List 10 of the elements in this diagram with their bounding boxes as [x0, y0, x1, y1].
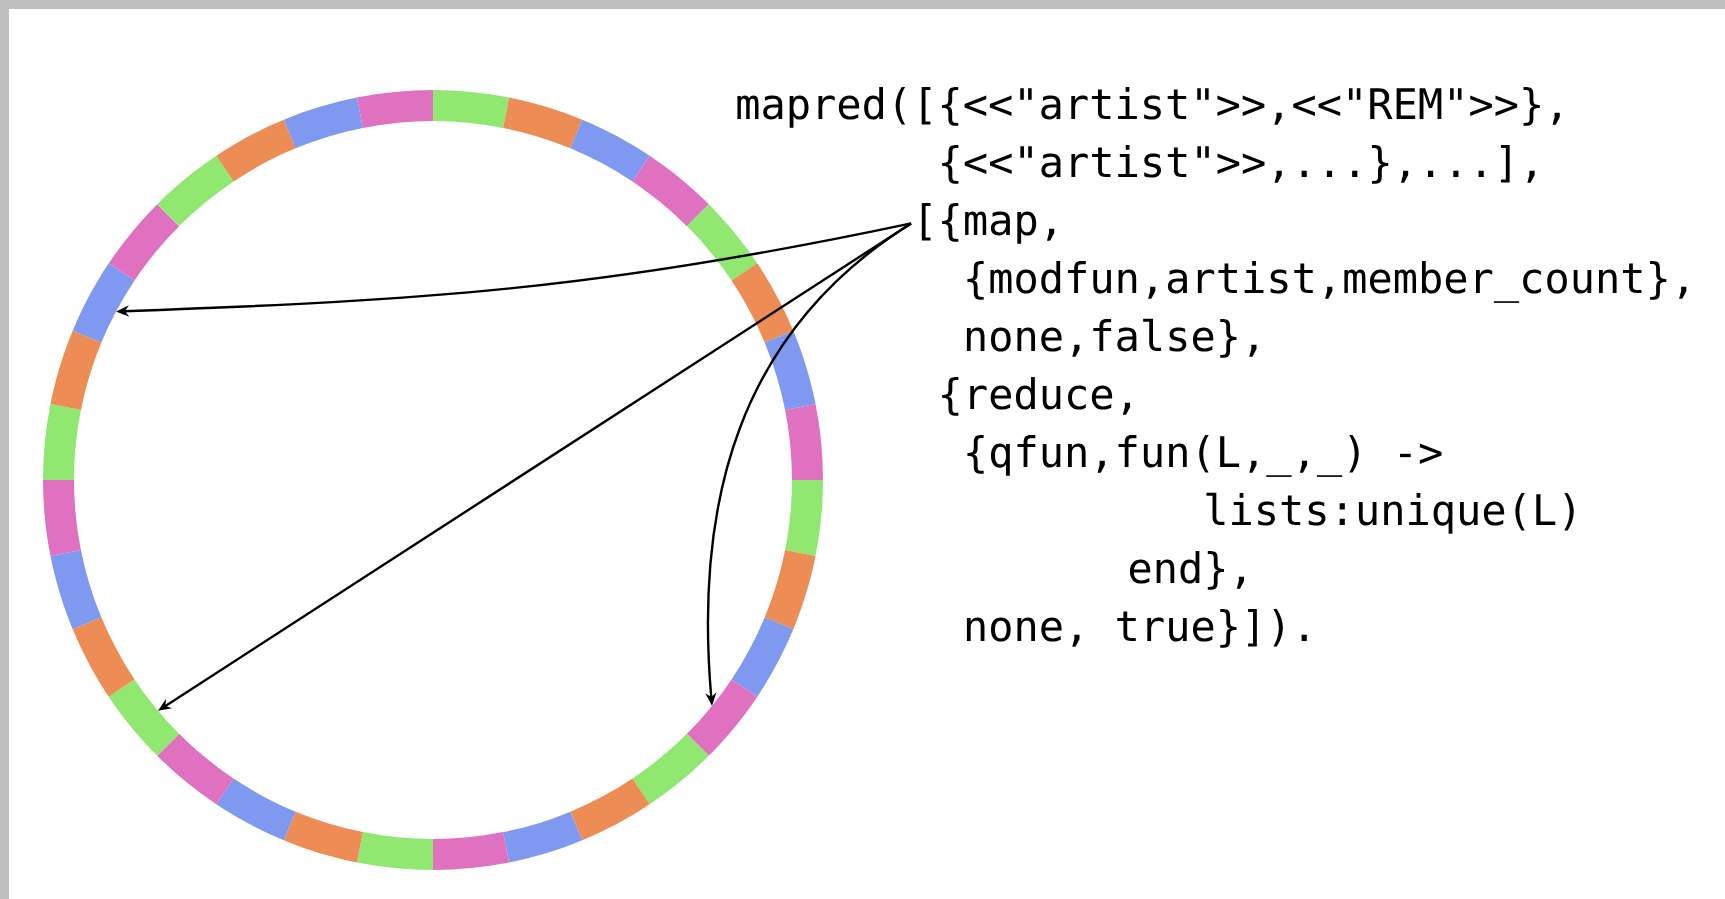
code-line: lists:unique(L) [1206, 492, 1574, 534]
code-line: mapred([{<<"artist">>,<<"REM">>}, [737, 87, 1560, 128]
code-line: end}, [1129, 551, 1244, 590]
code-line: {qfun,fun(L,_,_) -> [967, 435, 1442, 477]
code-line: {modfun,artist,member_count}, [967, 261, 1687, 303]
code-line: {reduce, [942, 377, 1131, 416]
code-line: {<<"artist">>,...},...], [942, 145, 1535, 184]
code-line: none, true}]). [966, 609, 1307, 648]
code-line: [{map, [921, 203, 1055, 244]
code-line: none,false}, [966, 318, 1257, 358]
